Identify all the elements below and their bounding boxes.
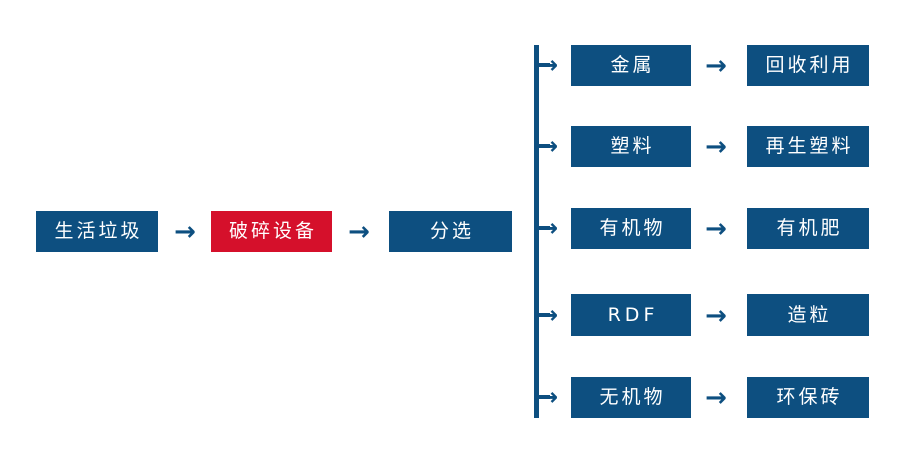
node-branch-product-5-label: 环保砖 (776, 386, 843, 408)
node-branch-material-1[interactable]: 金属 (571, 45, 691, 86)
branch-stub-2 (534, 144, 550, 148)
node-branch-product-4-label: 造粒 (787, 303, 832, 326)
right-arrow-icon: → (538, 214, 559, 242)
node-sorting[interactable]: 分选 (389, 211, 512, 252)
right-arrow-icon: → (348, 216, 370, 247)
node-branch-material-3-label: 有机物 (599, 217, 666, 239)
node-input-label: 生活垃圾 (54, 220, 143, 242)
node-crusher[interactable]: 破碎设备 (211, 211, 332, 252)
right-arrow-icon: → (705, 382, 727, 413)
right-arrow-icon: → (705, 213, 727, 244)
node-crusher-label: 破碎设备 (228, 220, 317, 242)
node-branch-material-5[interactable]: 无机物 (571, 377, 691, 418)
node-branch-product-3[interactable]: 有机肥 (747, 208, 869, 249)
branch-stub-5 (534, 395, 550, 399)
right-arrow-icon: → (174, 216, 196, 247)
node-branch-product-1[interactable]: 回收利用 (747, 45, 869, 86)
branch-stub-4 (534, 313, 550, 317)
node-branch-product-2[interactable]: 再生塑料 (747, 126, 869, 167)
node-branch-product-4[interactable]: 造粒 (747, 294, 869, 336)
arrow-branch-1: → (699, 49, 733, 82)
node-branch-material-5-label: 无机物 (599, 386, 666, 408)
node-branch-product-3-label: 有机肥 (776, 217, 843, 239)
node-branch-material-3[interactable]: 有机物 (571, 208, 691, 249)
branch-arrow-2: → (538, 130, 572, 162)
branch-stub-3 (534, 226, 550, 230)
arrow-branch-3: → (699, 212, 733, 245)
branch-stub-1 (534, 63, 550, 67)
node-branch-material-1-label: 金属 (610, 54, 655, 76)
node-branch-product-1-label: 回收利用 (765, 54, 854, 76)
arrow-branch-2: → (699, 130, 733, 163)
right-arrow-icon: → (705, 300, 727, 331)
right-arrow-icon: → (538, 132, 559, 160)
node-input[interactable]: 生活垃圾 (36, 211, 158, 252)
node-branch-material-4-label: RDF (607, 303, 659, 326)
node-branch-product-5[interactable]: 环保砖 (747, 377, 869, 418)
branch-bus-line (534, 45, 539, 418)
branch-arrow-5: → (538, 381, 572, 413)
right-arrow-icon: → (538, 383, 559, 411)
node-branch-material-2-label: 塑料 (610, 135, 655, 157)
arrow-crusher-to-sorting: → (341, 215, 377, 248)
right-arrow-icon: → (705, 131, 727, 162)
branch-arrow-1: → (538, 49, 572, 81)
right-arrow-icon: → (705, 50, 727, 81)
right-arrow-icon: → (538, 301, 559, 329)
right-arrow-icon: → (538, 51, 559, 79)
branch-arrow-4: → (538, 299, 572, 331)
node-branch-material-4[interactable]: RDF (571, 294, 691, 336)
arrow-input-to-crusher: → (167, 215, 203, 248)
node-branch-product-2-label: 再生塑料 (765, 135, 854, 157)
branch-arrow-3: → (538, 212, 572, 244)
arrow-branch-4: → (699, 299, 733, 332)
node-branch-material-2[interactable]: 塑料 (571, 126, 691, 167)
arrow-branch-5: → (699, 381, 733, 414)
node-sorting-label: 分选 (429, 220, 474, 242)
